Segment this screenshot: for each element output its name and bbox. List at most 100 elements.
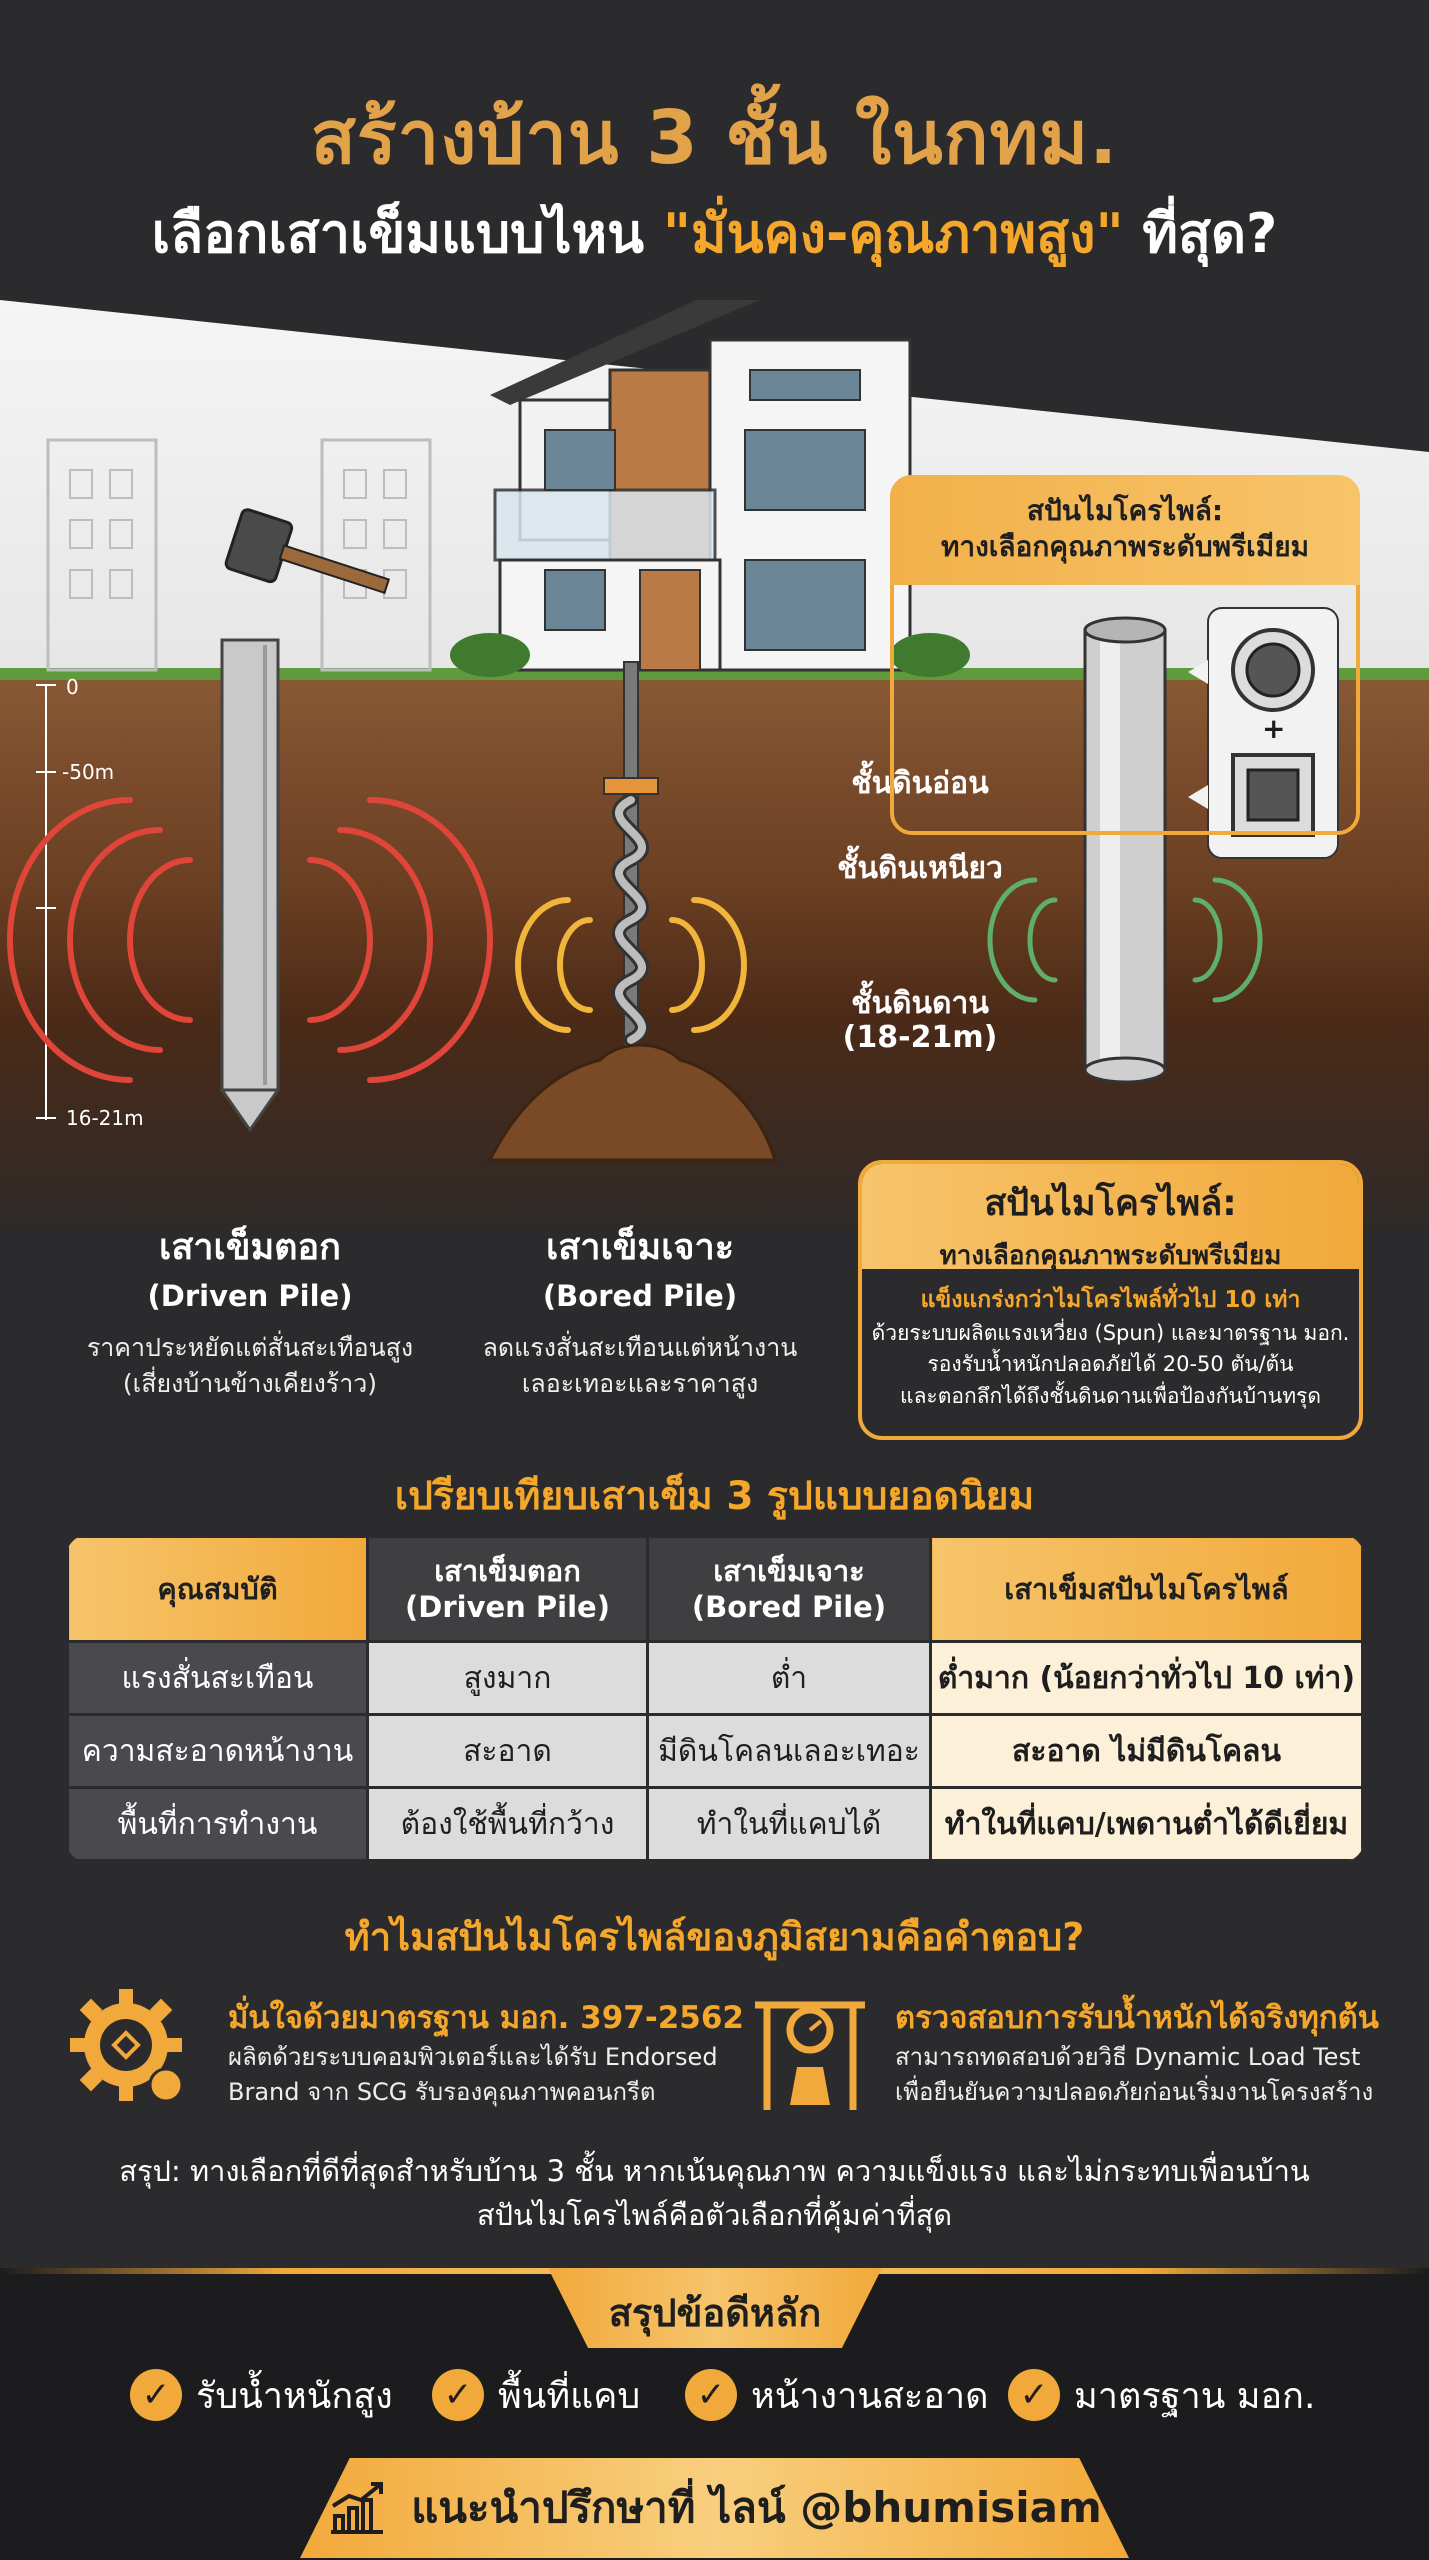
bored-pile-desc: ลดแรงสั่นสะเทือนแต่หน้างาน เลอะเทอะและรา…	[460, 1330, 820, 1403]
driven-pile-desc-1: ราคาประหยัดแต่สั่นสะเทือนสูง	[86, 1333, 414, 1362]
benefits-badge: สรุปข้อดีหลัก	[548, 2268, 882, 2348]
subtitle-highlight: "มั่นคง-คุณภาพสูง"	[662, 202, 1124, 265]
why-left-text: ผลิตด้วยระบบคอมพิวเตอร์และได้รับ Endorse…	[228, 2040, 718, 2110]
premium-line-3: รองรับน้ำหนักปลอดภัยได้ 20-50 ตัน/ต้น	[927, 1352, 1294, 1376]
premium-info-body: แข็งแกร่งกว่าไมโครไพล์ทั่วไป 10 เท่า ด้ว…	[862, 1269, 1359, 1412]
why-left-line-2: Brand จาก SCG รับรองคุณภาพคอนกรีต	[228, 2077, 656, 2106]
benefit-label: หน้างานสะอาด	[751, 2375, 989, 2417]
table-cell-highlight: ต่ำมาก (น้อยกว่าทั่วไป 10 เท่า)	[929, 1640, 1364, 1716]
check-icon: ✓	[1008, 2369, 1060, 2421]
depth-ruler	[36, 684, 56, 1120]
premium-subtitle: ทางเลือกคุณภาพระดับพรีเมียม	[939, 1241, 1282, 1271]
pile-scene-illustration	[7, 300, 1339, 1162]
table-cell: ทำในที่แคบได้	[646, 1786, 932, 1862]
soil-layer-soft: ชั้นดินอ่อน	[851, 766, 989, 801]
house-illustration	[450, 300, 970, 677]
header-sublabel: (Driven Pile)	[405, 1590, 610, 1624]
table-header-row: คุณสมบัติ เสาเข็มตอก (Driven Pile) เสาเข…	[66, 1535, 1364, 1643]
driven-pile-title: เสาเข็มตอก (Driven Pile)	[80, 1218, 420, 1313]
header-sublabel: (Bored Pile)	[691, 1590, 887, 1624]
bored-pile-en: (Bored Pile)	[542, 1279, 738, 1313]
table-header-driven: เสาเข็มตอก (Driven Pile)	[366, 1535, 649, 1643]
table-cell: สะอาด	[366, 1713, 649, 1789]
table-header-spun: เสาเข็มสปันไมโครไพล์	[929, 1535, 1364, 1643]
table-header-bored: เสาเข็มเจาะ (Bored Pile)	[646, 1535, 932, 1643]
driven-pile-desc: ราคาประหยัดแต่สั่นสะเทือนสูง (เสี่ยงบ้าน…	[60, 1330, 440, 1403]
table-cell-highlight: ทำในที่แคบ/เพดานต่ำได้ดีเยี่ยม	[929, 1786, 1364, 1862]
table-cell: สูงมาก	[366, 1640, 649, 1716]
check-icon: ✓	[432, 2369, 484, 2421]
premium-info-header: สปันไมโครไพล์: ทางเลือกคุณภาพระดับพรีเมี…	[862, 1164, 1359, 1271]
callout-line2: ทางเลือกคุณภาพระดับพรีเมียม	[940, 530, 1310, 564]
header-label: เสาเข็มสปันไมโครไพล์	[1004, 1572, 1289, 1606]
premium-highlight: แข็งแกร่งกว่าไมโครไพล์ทั่วไป 10 เท่า	[920, 1287, 1301, 1313]
spun-micropile	[1083, 616, 1167, 1084]
benefit-label: มาตรฐาน มอก.	[1074, 2375, 1316, 2417]
subtitle-suffix: ที่สุด?	[1123, 202, 1278, 265]
table-row: พื้นที่การทำงาน ต้องใช้พื้นที่กว้าง ทำใน…	[66, 1786, 1364, 1862]
premium-title: สปันไมโครไพล์:	[984, 1183, 1237, 1224]
driven-pile-desc-2: (เสี่ยงบ้านข้างเคียงร้าว)	[122, 1369, 378, 1399]
comparison-title: เปรียบเทียบเสาเข็ม 3 รูปแบบยอดนิยม	[394, 1474, 1035, 1519]
soil-layer-clay: ชั้นดินเหนียว	[837, 851, 1003, 886]
benefit-label: รับน้ำหนักสูง	[196, 2375, 393, 2417]
depth-label-50m: -50m	[62, 760, 115, 784]
vibration-waves-red	[7, 797, 493, 1083]
table-row: ความสะอาดหน้างาน สะอาด มีดินโคลนเลอะเทอะ…	[66, 1713, 1364, 1789]
table-cell: ต้องใช้พื้นที่กว้าง	[366, 1786, 649, 1862]
why-right-line-2: เพื่อยืนยันความปลอดภัยก่อนเริ่มงานโครงสร…	[895, 2077, 1374, 2106]
premium-line-2: ด้วยระบบผลิตแรงเหวี่ยง (Spun) และมาตรฐาน…	[871, 1320, 1350, 1345]
check-icon: ✓	[130, 2369, 182, 2421]
driven-pile-name: เสาเข็มตอก	[159, 1227, 341, 1268]
vibration-waves-green	[987, 877, 1263, 1003]
why-right-text: สามารถทดสอบด้วยวิธี Dynamic Load Test เพ…	[895, 2040, 1373, 2110]
pile-cross-section-card	[1188, 607, 1339, 859]
table-cell: ต่ำ	[646, 1640, 932, 1716]
table-cell-label: พื้นที่การทำงาน	[66, 1786, 369, 1862]
gear-certificate-icon	[70, 1989, 184, 2103]
bored-pile-name: เสาเข็มเจาะ	[545, 1227, 735, 1268]
bored-pile-desc-2: เลอะเทอะและราคาสูง	[521, 1369, 759, 1399]
callout-line1: สปันไมโครไพล์:	[1026, 494, 1224, 527]
summary-line-2: สปันไมโครไพล์คือตัวเลือกที่คุ้มค่าที่สุด	[476, 2197, 953, 2232]
line-contact-cta[interactable]: แนะนำปรึกษาที่ ไลน์ @bhumisiam	[300, 2458, 1129, 2558]
growth-chart-icon	[331, 2482, 384, 2534]
driven-pile	[219, 638, 281, 1133]
header-label: เสาเข็มเจาะ	[713, 1553, 865, 1588]
vibration-waves-yellow	[515, 897, 747, 1033]
table-cell-highlight: สะอาด ไม่มีดินโคลน	[929, 1713, 1364, 1789]
benefit-item: ✓ รับน้ำหนักสูง	[130, 2365, 393, 2425]
cta-label: แนะนำปรึกษาที่ ไลน์ @bhumisiam	[411, 2483, 1102, 2532]
main-subtitle: เลือกเสาเข็มแบบไหน "มั่นคง-คุณภาพสูง" ที…	[0, 190, 1429, 276]
premium-info-box: สปันไมโครไพล์: ทางเลือกคุณภาพระดับพรีเมี…	[858, 1160, 1363, 1440]
header-label: คุณสมบัติ	[157, 1572, 278, 1606]
why-left-line-1: ผลิตด้วยระบบคอมพิวเตอร์และได้รับ Endorse…	[228, 2043, 718, 2071]
hammer-icon	[224, 508, 391, 595]
subtitle-prefix: เลือกเสาเข็มแบบไหน	[151, 202, 663, 265]
check-icon: ✓	[685, 2369, 737, 2421]
table-cell: มีดินโคลนเลอะเทอะ	[646, 1713, 932, 1789]
why-right-line-1: สามารถทดสอบด้วยวิธี Dynamic Load Test	[895, 2043, 1361, 2071]
table-header-property: คุณสมบัติ	[66, 1535, 369, 1643]
summary-text: สรุป: ทางเลือกที่ดีที่สุดสำหรับบ้าน 3 ชั…	[0, 2150, 1429, 2237]
premium-callout-top: สปันไมโครไพล์: ทางเลือกคุณภาพระดับพรีเมี…	[890, 475, 1360, 585]
why-right-title: ตรวจสอบการรับน้ำหนักได้จริงทุกต้น	[895, 2000, 1379, 2036]
depth-label-0: 0	[66, 675, 79, 699]
bored-pile-desc-1: ลดแรงสั่นสะเทือนแต่หน้างาน	[482, 1333, 798, 1362]
benefit-item: ✓ มาตรฐาน มอก.	[1008, 2365, 1315, 2425]
table-row: แรงสั่นสะเทือน สูงมาก ต่ำ ต่ำมาก (น้อยกว…	[66, 1640, 1364, 1716]
load-test-gauge-icon	[755, 2001, 865, 2110]
benefit-label: พื้นที่แคบ	[498, 2375, 641, 2417]
why-left-title: มั่นใจด้วยมาตรฐาน มอก. 397-2562	[228, 2000, 744, 2036]
soil-layer-hard: ชั้นดินดาน	[851, 986, 989, 1021]
benefit-item: ✓ พื้นที่แคบ	[432, 2365, 640, 2425]
why-title: ทำไมสปันไมโครไพล์ของภูมิสยามคือคำตอบ?	[344, 1915, 1085, 1959]
main-title: สร้างบ้าน 3 ชั้น ในกทม.	[310, 95, 1119, 181]
driven-pile-en: (Driven Pile)	[147, 1279, 353, 1313]
summary-line-1: สรุป: ทางเลือกที่ดีที่สุดสำหรับบ้าน 3 ชั…	[119, 2154, 1310, 2188]
header-label: เสาเข็มตอก	[434, 1553, 581, 1588]
bored-pile	[487, 661, 778, 1162]
table-cell-label: แรงสั่นสะเทือน	[66, 1640, 369, 1716]
depth-label-bottom: 16-21m	[66, 1106, 144, 1130]
table-cell-label: ความสะอาดหน้างาน	[66, 1713, 369, 1789]
